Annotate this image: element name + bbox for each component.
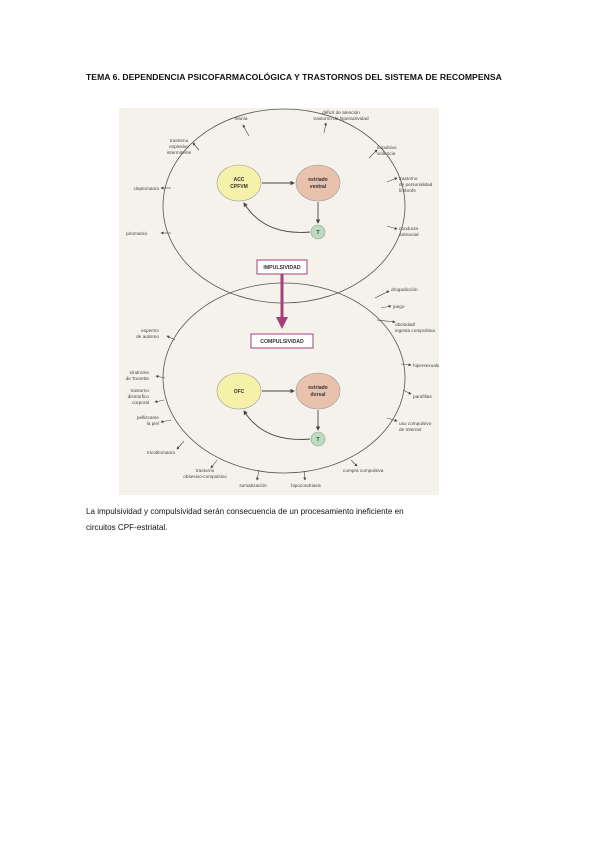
label-cleptomania: cleptomanía (133, 186, 159, 191)
label-impulsive-1: impulsivo (377, 145, 397, 150)
label-dismorfico-3: corporal (132, 400, 149, 405)
label-conducta-1: conducta (399, 226, 418, 231)
caption-line-2: circuitos CPF-estriatal. (86, 522, 168, 532)
label-hipocondriasis: hipocondriasis (291, 483, 322, 488)
label-internet-1: uso compulsivo (399, 421, 432, 426)
reward-circuit-diagram: ACC CPFVM estriado ventral T manía défic… (119, 108, 439, 495)
label-pellizcarse-2: la piel (147, 421, 159, 426)
ventral-striatum-node (295, 164, 341, 202)
label-impulsive-2: violencia (377, 151, 396, 156)
label-personalidad-1: trastorno (399, 176, 418, 181)
caption-line-1: La impulsividad y compulsividad serán co… (86, 507, 404, 516)
dorsal-striatum-node (295, 372, 341, 410)
label-dismorfico-2: dismórfico (128, 394, 150, 399)
label-deficit-2: trastorno de hiperactividad (313, 116, 369, 121)
label-toc-1: trastorno (196, 468, 215, 473)
label-explosivo-3: intermitente (167, 150, 192, 155)
arrow-t-to-ofc (243, 410, 311, 440)
ofc-node-label: OFC (234, 389, 245, 395)
ventral-striatum-label-2: ventral (310, 184, 327, 190)
label-pellizcarse-1: pellizcarse (137, 415, 160, 420)
arrow-t-to-acc (243, 202, 311, 233)
figure-caption: La impulsividad y compulsividad serán co… (86, 504, 506, 535)
label-personalidad-3: límbrofe (399, 188, 416, 193)
label-tourette-2: de Tourette (126, 376, 150, 381)
dorsal-striatum-label-2: dorsal (310, 392, 326, 398)
impulsivity-circle (162, 108, 406, 304)
label-obesidad-2: ingesta compulsiva (395, 328, 435, 333)
label-tricotilomania: tricotilomanía (147, 450, 175, 455)
label-mania: manía (234, 116, 247, 121)
label-personalidad-2: de personalidad (399, 182, 433, 187)
compulsividad-box (250, 333, 314, 349)
label-toc-2: obsesivo-compulsivo (183, 474, 227, 479)
label-autismo-1: espectro (141, 328, 159, 333)
label-internet-2: de Internet (399, 427, 422, 432)
diagram-svg: ACC CPFVM estriado ventral T manía défic… (126, 108, 439, 488)
thalamus-node-bottom (310, 431, 326, 447)
acc-node (216, 164, 262, 202)
acc-node-label-2: CPFVM (230, 184, 248, 190)
label-deficit-1: déficit de atención (322, 110, 360, 115)
label-piromania: piromanía (126, 231, 147, 236)
impulsividad-label: IMPULSIVIDAD (263, 265, 300, 271)
label-somatizacion: somatización (239, 483, 267, 488)
document-title: TEMA 6. DEPENDENCIA PSICOFARMACOLÓGICA Y… (86, 72, 502, 82)
label-compra: compra compulsiva (343, 468, 384, 473)
thalamus-label-bottom: T (316, 437, 319, 443)
label-drogadiccion: drogadicción (391, 287, 418, 292)
ventral-striatum-label-1: estriado (308, 177, 327, 183)
compulsividad-label: COMPULSIVIDAD (260, 339, 304, 345)
label-hipersexualidad: hipersexualidad (413, 363, 439, 368)
compulsivity-circle (162, 282, 406, 474)
thalamus-label-top: T (316, 230, 319, 236)
ofc-node (216, 372, 262, 410)
acc-node-label-1: ACC (234, 177, 245, 183)
dorsal-striatum-label-1: estriado (308, 385, 327, 391)
thalamus-node-top (310, 224, 326, 240)
label-conducta-2: antisocial (399, 232, 419, 237)
label-tourette-1: síndrome (129, 370, 149, 375)
label-explosivo-2: explosivo (169, 144, 189, 149)
label-parafilias: parafilias (413, 394, 432, 399)
label-explosivo-1: trastorno (170, 138, 189, 143)
label-juego: juego (392, 304, 405, 309)
label-autismo-2: de autismo (136, 334, 159, 339)
label-obesidad-1: obesidad/ (395, 322, 416, 327)
label-dismorfico-1: trastorno (131, 388, 150, 393)
